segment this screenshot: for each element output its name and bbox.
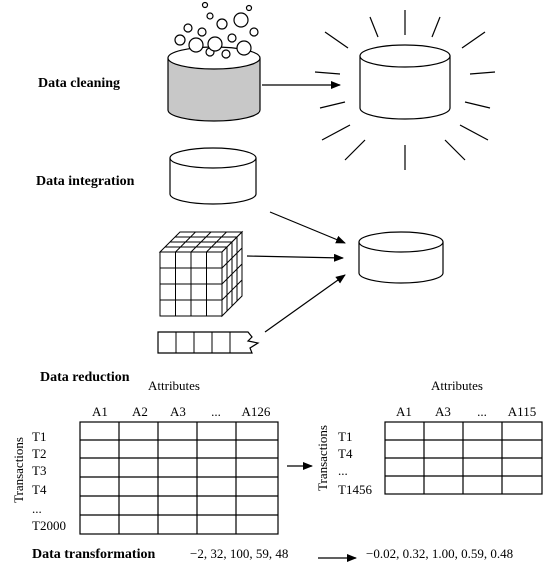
original-data-table: Attributes Transactions A1 A2 A3 ... A12…	[11, 378, 279, 535]
integration-arrow-db	[269, 211, 346, 244]
left-col-header: A126	[242, 404, 271, 419]
data-cube-icon	[158, 230, 244, 318]
left-row-header: T4	[32, 482, 47, 497]
integrated-database-icon	[358, 231, 444, 284]
right-row-header: ...	[338, 463, 348, 478]
left-row-header: ...	[32, 501, 42, 516]
right-attributes-label: Attributes	[431, 378, 483, 393]
reduced-data-table: Attributes Transactions A1 A3 ... A115 T…	[315, 378, 543, 497]
integration-arrow-file	[264, 274, 346, 333]
right-col-header: ...	[477, 404, 487, 419]
left-col-header: A3	[170, 404, 186, 419]
label-data-cleaning: Data cleaning	[38, 76, 120, 91]
left-transactions-label: Transactions	[11, 437, 26, 503]
left-table-grid	[79, 421, 279, 535]
right-row-header: T1456	[338, 482, 372, 497]
flat-file-icon	[157, 331, 260, 354]
left-col-header: A1	[92, 404, 108, 419]
source-database-icon	[169, 147, 257, 205]
transformation-input: −2, 32, 100, 59, 48	[190, 546, 288, 561]
right-col-header: A3	[435, 404, 451, 419]
left-row-header: T1	[32, 429, 46, 444]
dirty-database-icon	[167, 46, 261, 122]
right-row-header: T1	[338, 429, 352, 444]
left-col-header: A2	[132, 404, 148, 419]
left-row-header: T2	[32, 446, 46, 461]
bubble-icon	[174, 1, 259, 59]
label-data-reduction: Data reduction	[40, 370, 130, 385]
label-data-transformation: Data transformation	[32, 547, 155, 562]
right-col-header: A115	[508, 404, 536, 419]
transformation-output: −0.02, 0.32, 1.00, 0.59, 0.48	[366, 546, 513, 561]
left-col-header: ...	[211, 404, 221, 419]
right-transactions-label: Transactions	[315, 425, 330, 491]
integration-arrow-cube	[246, 253, 344, 262]
left-row-header: T3	[32, 463, 46, 478]
left-row-header: T2000	[32, 518, 66, 533]
left-attributes-label: Attributes	[148, 378, 200, 393]
right-col-header: A1	[396, 404, 412, 419]
right-row-header: T4	[338, 446, 353, 461]
right-table-grid	[384, 421, 543, 495]
clean-database-icon	[314, 10, 496, 170]
label-data-integration: Data integration	[36, 174, 135, 189]
